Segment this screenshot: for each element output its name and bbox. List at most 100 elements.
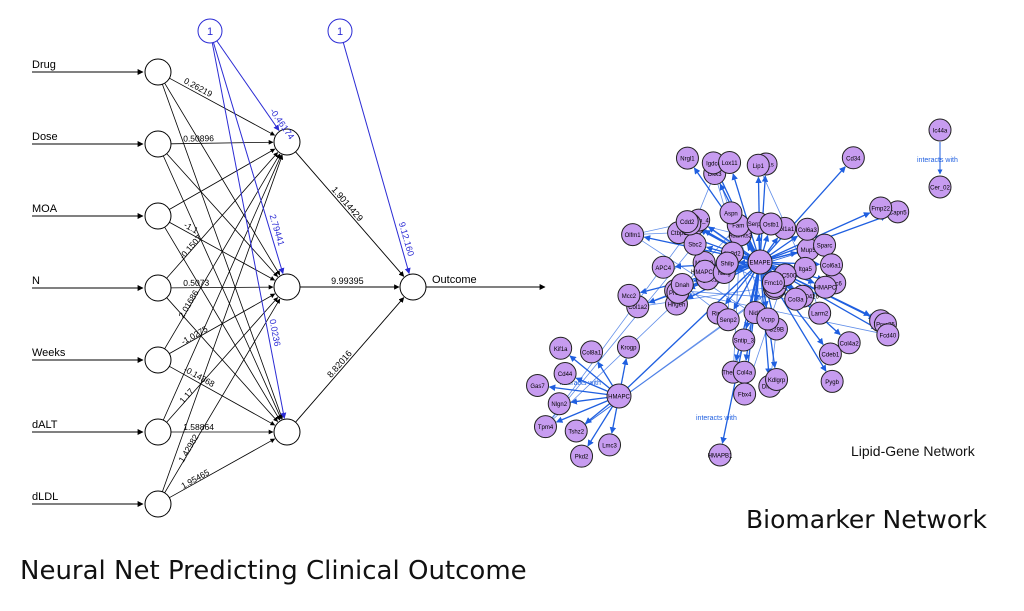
biomarker-node: [759, 212, 783, 236]
biomarker-node: [747, 249, 773, 275]
input-hidden-edge: [170, 139, 274, 145]
input-node: [144, 58, 172, 86]
biomarker-node-label: Col6a1: [822, 263, 842, 269]
biomarker-node: [765, 367, 789, 391]
biomarker-node-label: HMAPC11: [691, 270, 720, 276]
biomarker-node: [564, 419, 588, 443]
biomarker-node-label: Ostb1: [763, 222, 780, 228]
bias-node-label: 1: [337, 26, 343, 38]
biomarker-node-label: Igdcc: [706, 161, 720, 167]
input-hidden-edge: [164, 298, 281, 494]
biomarker-node-label: Dnah: [675, 283, 689, 289]
input-hidden-edge: [166, 152, 279, 279]
biomarker-node-label: Cdd2: [680, 220, 695, 226]
biomarker-node-label: Capn5: [889, 210, 907, 216]
input-label-weeks: Weeks: [32, 347, 66, 359]
biomarker-node-label: Cd34: [846, 156, 861, 162]
biomarker-node-label: Fbx4: [738, 393, 752, 399]
hidden-output-edge: [295, 151, 405, 277]
hidden-output-weight-label: 9.99395: [331, 276, 364, 286]
biomarker-node-label: Hhgeh: [668, 303, 686, 309]
biomarker-node-label: Aspn: [724, 211, 738, 217]
biomarker-node-label: Fam: [732, 224, 744, 230]
input-node: [144, 130, 172, 158]
biomarker-node: [715, 251, 739, 275]
biomarker-node-label: Cdeb1: [822, 352, 840, 358]
biomarker-node-label: Col8a1: [582, 350, 602, 356]
input-weight-label: 1.58864: [183, 422, 214, 432]
biomarker-node-label: Itga5: [798, 267, 812, 273]
bias-output-edge: [342, 42, 411, 275]
biomarker-edge: [675, 290, 888, 336]
biomarker-node: [732, 328, 756, 352]
biomarker-node-label: Fmc10: [764, 281, 783, 287]
biomarker-node: [869, 196, 893, 220]
bias-node: [327, 18, 353, 44]
input-label-n: N: [32, 275, 40, 287]
biomarker-node-label: Kdlgrp: [768, 378, 786, 384]
biomarker-edge: [759, 166, 846, 263]
hidden-output-edge: [295, 297, 405, 423]
biomarker-node-label: APC4: [655, 266, 671, 272]
input-hidden-edge: [162, 154, 282, 421]
input-node: [144, 346, 172, 374]
hidden-node: [273, 273, 301, 301]
biomarker-node: [808, 301, 832, 325]
biomarker-node-label: Kif1a: [554, 347, 568, 353]
biomarker-node-label: Sntip_3: [734, 339, 755, 345]
biomarker-node: [719, 201, 743, 225]
input-hidden-edge: [161, 154, 284, 492]
biomarker-node-label: Tshz2: [568, 430, 584, 436]
biomarker-node-label: Col1a2: [628, 305, 648, 311]
biomarker-edge: [575, 288, 775, 432]
input-weight-label: 0.5073: [183, 278, 209, 288]
biomarker-node: [526, 373, 550, 397]
biomarker-edge: [637, 286, 776, 308]
input-node: [144, 418, 172, 446]
input-weight-label: 1.17: [177, 386, 196, 405]
biomarker-node-label: Cer_02: [930, 186, 950, 192]
input-weight-label: 1.42982: [176, 432, 200, 464]
biomarker-node: [670, 272, 694, 296]
biomarker-node-label: Nrgl1: [680, 157, 695, 163]
biomarker-node: [547, 392, 571, 416]
biomarker-node-label: Col6a3: [798, 228, 818, 234]
biomarker-node-label: Vcpp: [761, 318, 775, 324]
bias-node: [197, 18, 223, 44]
input-label-dldl: dLDL: [32, 491, 58, 503]
biomarker-node: [820, 253, 844, 277]
biomarker-node: [598, 433, 622, 457]
biomarker-node: [733, 382, 757, 406]
input-label-dalt: dALT: [32, 419, 58, 431]
neural-net-caption: Neural Net Predicting Clinical Outcome: [20, 556, 527, 586]
biomarker-node-label: Pkd2: [575, 455, 589, 461]
input-label-dose: Dose: [32, 131, 58, 143]
biomarker-node-label: Shilp: [721, 262, 735, 268]
biomarker-node: [718, 150, 742, 174]
biomarker-node: [708, 443, 732, 467]
biomarker-node-label: Ic44a: [933, 129, 948, 135]
edge-label: interacts with: [560, 380, 601, 387]
biomarker-node: [928, 175, 952, 199]
biomarker-node: [621, 223, 645, 247]
biomarker-node: [746, 153, 770, 177]
biomarker-node: [784, 287, 808, 311]
biomarker-node-label: Tpm4: [538, 425, 554, 431]
biomarker-node-label: Lip1: [753, 164, 765, 170]
biomarker-node-label: C29B: [769, 327, 784, 333]
biomarker-node: [820, 369, 844, 393]
input-hidden-edge: [169, 77, 276, 136]
biomarker-node-label: Krogp: [620, 346, 637, 352]
biomarker-node: [533, 415, 557, 439]
hidden-node: [273, 128, 301, 156]
input-weight-label: 2.01686: [176, 288, 200, 320]
input-weight-label: -1.0275: [179, 324, 209, 347]
hidden-output-weight-label: 8.82016: [325, 348, 354, 379]
biomarker-node: [928, 118, 952, 142]
input-node: [144, 202, 172, 230]
biomarker-node-label: Dkk3: [708, 172, 722, 178]
nn-edges: [32, 40, 546, 507]
